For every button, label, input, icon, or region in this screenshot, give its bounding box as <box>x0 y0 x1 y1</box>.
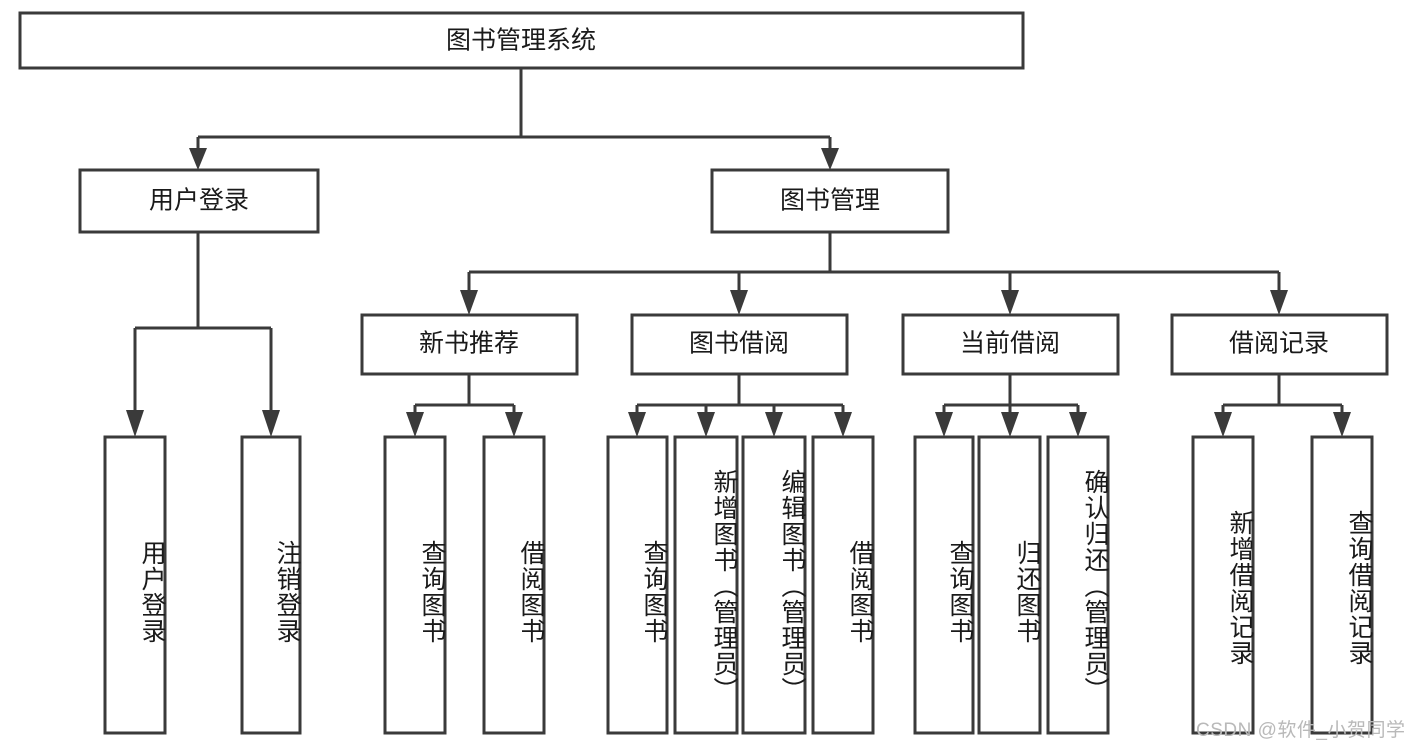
arrow-head-leaf-edit-book <box>765 412 783 437</box>
arrow-head-leaf-add-record <box>1214 412 1232 437</box>
node-book-borrow-box[interactable] <box>630 313 849 376</box>
node-user-login[interactable]: 用户登录 <box>78 168 320 234</box>
connector-group-currentborrow <box>935 374 1087 437</box>
node-leaf-confirm-return-box[interactable] <box>1046 435 1110 735</box>
arrow-head-leaf-query-book-1 <box>406 412 424 437</box>
node-leaf-add-record-box[interactable] <box>1191 435 1255 735</box>
node-book-borrow[interactable]: 图书借阅 <box>630 313 849 376</box>
node-borrow-record-box[interactable] <box>1170 313 1389 376</box>
arrow-head-book-borrow <box>730 290 748 315</box>
node-user-login-box[interactable] <box>78 168 320 234</box>
arrow-head-leaf-borrow-book-1 <box>505 412 523 437</box>
node-current-borrow-box[interactable] <box>901 313 1120 376</box>
node-leaf-query-book-1-box[interactable] <box>383 435 447 735</box>
node-leaf-return-book-box[interactable] <box>977 435 1042 735</box>
connector-group-root <box>189 68 839 170</box>
node-new-book-rec-label: 新书推荐 <box>419 330 519 358</box>
leaf-boxes <box>103 435 1374 735</box>
arrow-head-userlogin <box>189 148 207 170</box>
connector-group-bookmanage <box>460 232 1288 315</box>
node-leaf-add-book-box[interactable] <box>673 435 739 735</box>
node-current-borrow-label: 当前借阅 <box>960 330 1060 358</box>
node-borrow-record-label: 借阅记录 <box>1229 330 1329 358</box>
node-new-book-rec[interactable]: 新书推荐 <box>360 313 579 376</box>
csdn-watermark: CSDN @软件_小贺同学 <box>1196 720 1405 741</box>
arrow-head-leaf-user-login <box>126 410 144 437</box>
node-leaf-borrow-book-2-box[interactable] <box>811 435 875 735</box>
connector-group-borrowrecord <box>1214 374 1351 437</box>
node-book-manage[interactable]: 图书管理 <box>710 168 950 234</box>
arrow-head-leaf-confirm-return <box>1069 412 1087 437</box>
arrow-head-leaf-query-book-2 <box>628 412 646 437</box>
node-current-borrow[interactable]: 当前借阅 <box>901 313 1120 376</box>
connector-group-userlogin <box>126 232 280 437</box>
node-root-box[interactable] <box>18 11 1025 70</box>
node-book-manage-box[interactable] <box>710 168 950 234</box>
arrow-head-leaf-user-logout <box>262 410 280 437</box>
connector-group-bookborrow <box>628 374 852 437</box>
node-leaf-edit-book-box[interactable] <box>741 435 807 735</box>
arrow-head-leaf-query-book-3 <box>935 412 953 437</box>
node-leaf-query-book-3-box[interactable] <box>913 435 975 735</box>
arrow-head-borrow-record <box>1270 290 1288 315</box>
arrow-head-leaf-return-book <box>1001 412 1019 437</box>
arrow-head-leaf-query-record <box>1333 412 1351 437</box>
arrow-head-leaf-add-book <box>697 412 715 437</box>
arrow-head-leaf-borrow-book-2 <box>834 412 852 437</box>
arrow-head-current-borrow <box>1001 290 1019 315</box>
arrow-head-new-book-rec <box>460 290 478 315</box>
node-borrow-record[interactable]: 借阅记录 <box>1170 313 1389 376</box>
node-root-label: 图书管理系统 <box>446 27 596 55</box>
node-leaf-query-record-box[interactable] <box>1310 435 1374 735</box>
connector-group-newbook <box>406 374 523 437</box>
node-book-manage-label: 图书管理 <box>780 187 880 215</box>
node-book-borrow-label: 图书借阅 <box>689 330 789 358</box>
node-user-login-label: 用户登录 <box>149 187 249 215</box>
node-leaf-user-login-box[interactable] <box>103 435 167 735</box>
node-leaf-borrow-book-1-box[interactable] <box>482 435 546 735</box>
node-new-book-rec-box[interactable] <box>360 313 579 376</box>
arrow-head-bookmanage <box>821 148 839 170</box>
node-root[interactable]: 图书管理系统 <box>18 11 1025 70</box>
node-leaf-query-book-2-box[interactable] <box>606 435 669 735</box>
node-leaf-user-logout-box[interactable] <box>240 435 302 735</box>
